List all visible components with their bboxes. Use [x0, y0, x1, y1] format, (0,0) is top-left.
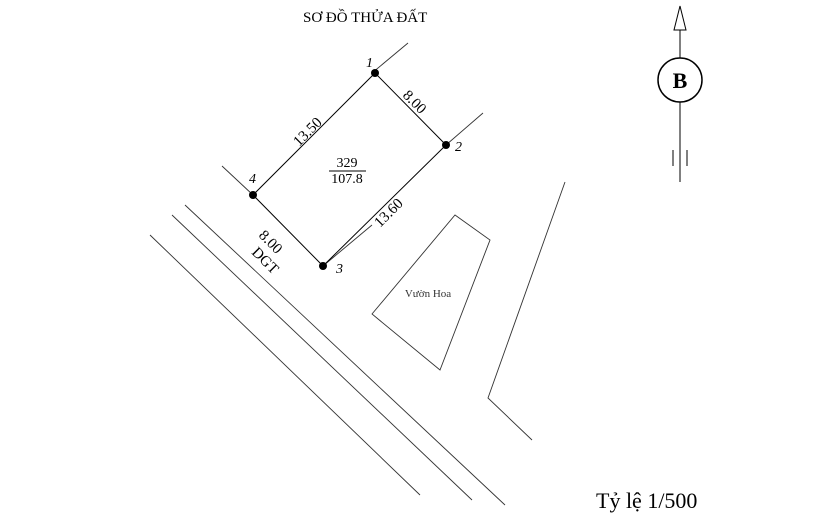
vertex-1-label: 1 [366, 56, 373, 71]
vertex-1-point [371, 69, 379, 77]
parcel-number: 329 [337, 156, 358, 171]
road-lines [149, 204, 506, 506]
vertex-3-label: 3 [335, 262, 343, 277]
vertex-2-label: 2 [455, 140, 462, 155]
edge-length-2-3: 13.60 [372, 196, 407, 231]
vertex-4-point [249, 191, 257, 199]
arrow-head-icon [673, 5, 687, 31]
vertex-4-label: 4 [249, 172, 256, 187]
neighbor-lines [221, 42, 484, 267]
parcel-area: 107.8 [331, 172, 363, 187]
garden-label: Vườn Hoa [405, 288, 451, 300]
edge-length-1-2: 8.00 [399, 88, 429, 118]
right-boundary [487, 181, 566, 441]
north-arrow: B [657, 5, 703, 182]
north-label: B [673, 68, 688, 93]
vertex-2-point [442, 141, 450, 149]
edge-length-4-1: 13.50 [291, 115, 326, 150]
garden-area [371, 214, 491, 371]
vertex-3-point [319, 262, 327, 270]
diagram-title: SƠ ĐỒ THỬA ĐẤT [303, 8, 427, 26]
scale-text: Tỷ lệ 1/500 [596, 488, 697, 513]
